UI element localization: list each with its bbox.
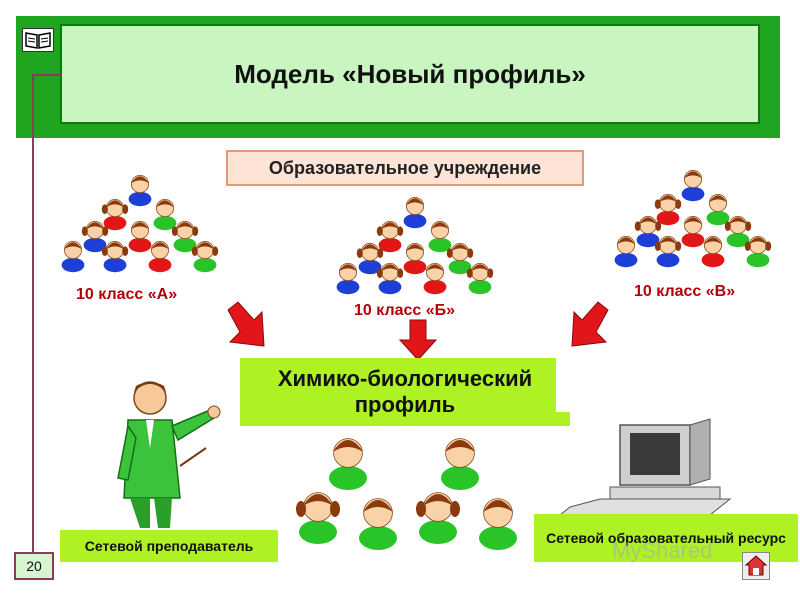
child-figure	[423, 262, 447, 295]
profile-line-1: Химико-биологический	[277, 365, 533, 391]
child-figure	[466, 262, 494, 295]
watermark: MyShared	[612, 538, 713, 563]
profile-box: Химико-биологический профиль	[240, 358, 570, 426]
arrow-down-icon	[571, 301, 609, 347]
child-figure	[654, 235, 682, 268]
child-figure	[744, 235, 772, 268]
children-group-a	[61, 174, 219, 273]
child-figure	[171, 220, 199, 253]
home-icon[interactable]	[742, 552, 770, 580]
children-group-c	[614, 169, 772, 268]
child-figure	[101, 198, 129, 231]
child-figure	[101, 240, 129, 273]
child-figure	[446, 242, 474, 275]
child-figure	[128, 220, 152, 253]
class-label-c: 10 класс «В»	[634, 283, 736, 300]
child-figure	[336, 262, 360, 295]
child-figure	[128, 174, 152, 207]
teacher-label: Сетевой преподаватель	[60, 530, 278, 562]
child-figure	[428, 220, 452, 253]
child-figure	[376, 262, 404, 295]
page-title: Модель «Новый профиль»	[234, 58, 586, 89]
nav-line-vertical	[32, 74, 34, 552]
title-panel: Модель «Новый профиль»	[60, 24, 760, 124]
arrow-down-icon	[398, 319, 438, 361]
child-figure	[724, 215, 752, 248]
child-figure	[376, 220, 404, 253]
children-group-b	[336, 196, 494, 295]
child-figure	[403, 196, 427, 229]
child-figure	[654, 193, 682, 226]
teacher-figure	[117, 381, 221, 528]
child-figure	[681, 215, 705, 248]
profile-line-2: профиль	[354, 392, 456, 417]
page-number: 20	[14, 552, 54, 580]
child-figure	[479, 498, 517, 550]
child-figure	[329, 438, 367, 490]
child-figure	[61, 240, 85, 273]
arrow-down-icon	[227, 301, 265, 347]
child-figure	[701, 235, 725, 268]
child-figure	[634, 215, 662, 248]
child-figure	[296, 492, 340, 544]
profile-notch	[556, 358, 570, 412]
resource-label: Сетевой образовательный ресурс	[534, 514, 798, 562]
computer-icon	[560, 418, 732, 516]
nav-line-horizontal	[32, 74, 62, 76]
child-figure	[681, 169, 705, 202]
child-figure	[356, 242, 384, 275]
child-figure	[359, 498, 397, 550]
child-figure	[614, 235, 638, 268]
child-figure	[81, 220, 109, 253]
book-icon[interactable]	[22, 28, 54, 52]
child-figure	[441, 438, 479, 490]
class-label-a: 10 класс «А»	[76, 286, 178, 303]
child-figure	[148, 240, 172, 273]
institution-box: Образовательное учреждение	[226, 150, 584, 186]
child-figure	[153, 198, 177, 231]
child-figure	[403, 242, 427, 275]
child-figure	[416, 492, 460, 544]
children-group-bottom	[296, 438, 517, 550]
child-figure	[706, 193, 730, 226]
class-label-b: 10 класс «Б»	[354, 302, 456, 319]
child-figure	[191, 240, 219, 273]
